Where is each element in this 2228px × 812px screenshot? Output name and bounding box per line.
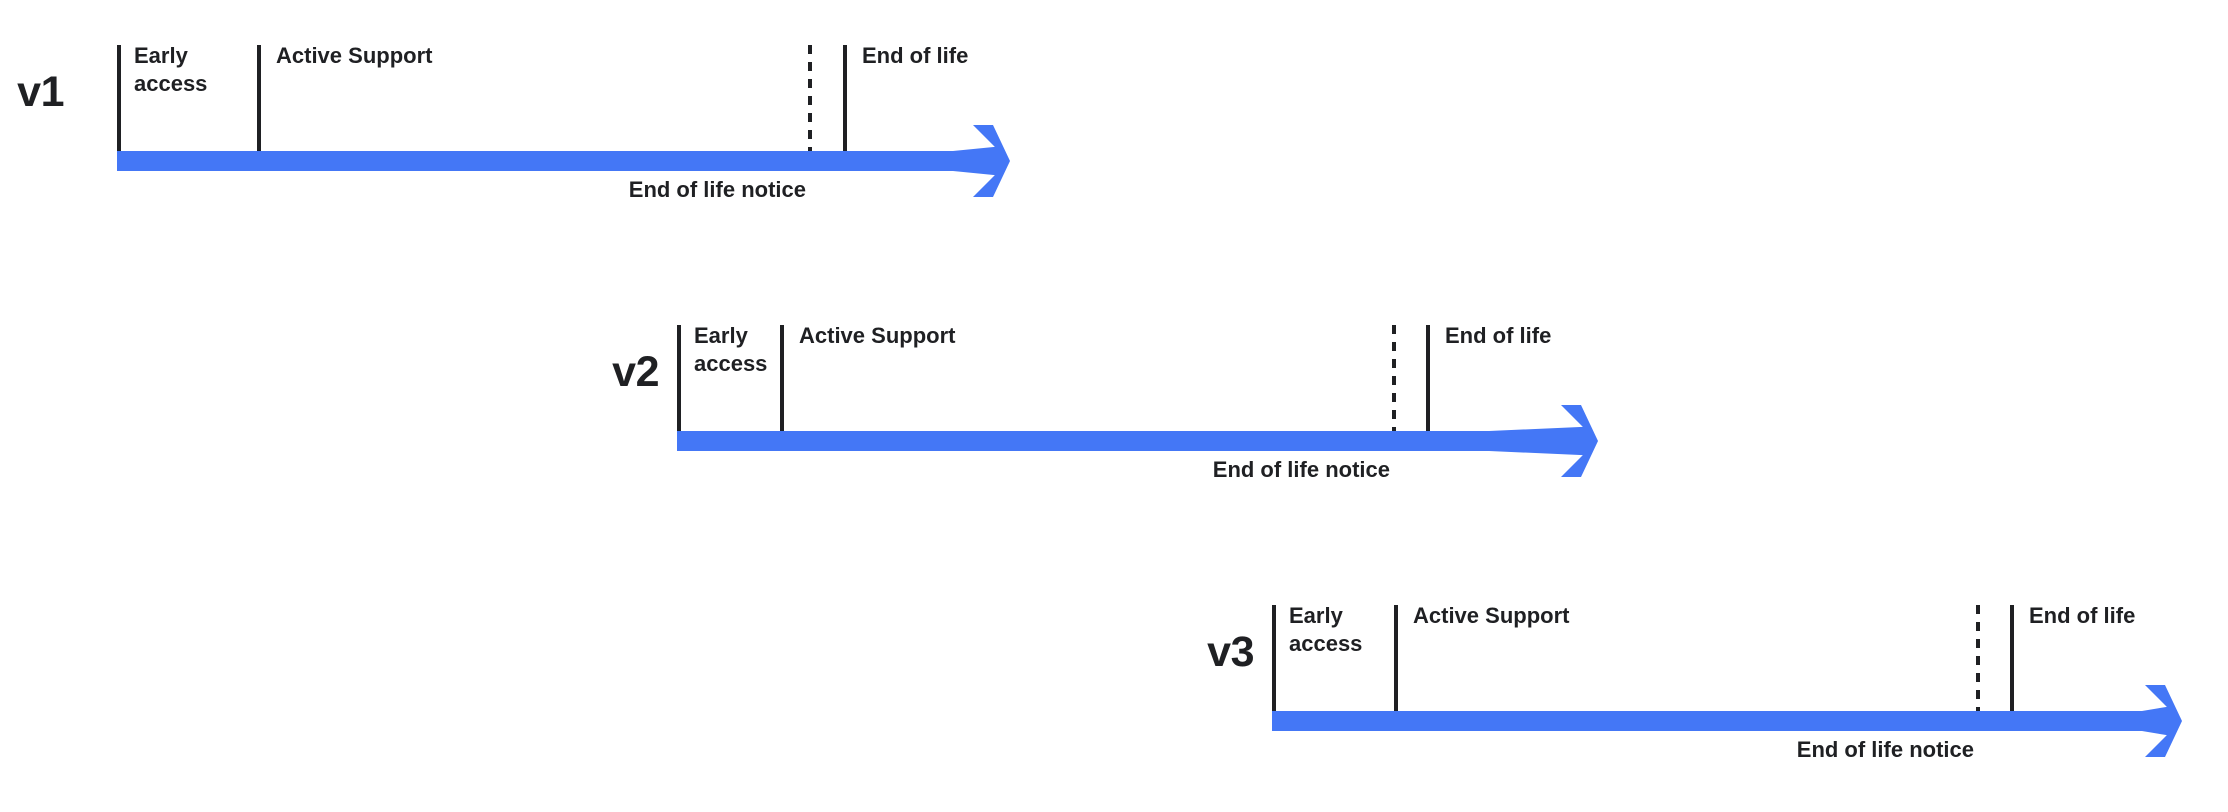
phase-label-v3-0: Early access — [1289, 603, 1363, 656]
end-of-life-notice-v2: End of life notice — [1212, 457, 1390, 482]
phase-tick-v1-1 — [257, 45, 261, 151]
end-of-life-notice-v1: End of life notice — [628, 177, 806, 202]
track-arrow-v3 — [2142, 685, 2182, 757]
track-arrow-v2 — [1489, 405, 1598, 477]
phase-label-v3-1: Active Support — [1413, 603, 1570, 628]
lifecycle-track-v3 — [1272, 711, 2172, 731]
track-arrow-v1 — [953, 125, 1010, 197]
phase-label-v3-3: End of life — [2029, 603, 2136, 628]
phase-label-v2-3: End of life — [1445, 323, 1552, 348]
version-label-v3: v3 — [1207, 628, 1254, 676]
phase-tick-v1-3 — [843, 45, 847, 151]
lifecycle-track-v1 — [117, 151, 983, 171]
phase-tick-v1-0 — [117, 45, 121, 151]
phase-label-v1-3: End of life — [862, 43, 969, 68]
phase-label-v2-0: Early access — [694, 323, 768, 376]
phase-tick-v2-0 — [677, 325, 681, 431]
phase-tick-v2-3 — [1426, 325, 1430, 431]
phase-label-v2-1: Active Support — [799, 323, 956, 348]
end-of-life-notice-v3: End of life notice — [1796, 737, 1974, 762]
version-label-v1: v1 — [17, 68, 64, 116]
phase-label-v1-0: Early access — [134, 43, 208, 96]
phase-tick-v3-3 — [2010, 605, 2014, 711]
phase-tick-v1-2 — [808, 45, 812, 151]
phase-tick-v3-2 — [1976, 605, 1980, 711]
phase-tick-v2-1 — [780, 325, 784, 431]
phase-tick-v3-0 — [1272, 605, 1276, 711]
lifecycle-track-v2 — [677, 431, 1519, 451]
phase-tick-v2-2 — [1392, 325, 1396, 431]
version-label-v2: v2 — [612, 348, 659, 396]
phase-tick-v3-1 — [1394, 605, 1398, 711]
phase-label-v1-1: Active Support — [276, 43, 433, 68]
